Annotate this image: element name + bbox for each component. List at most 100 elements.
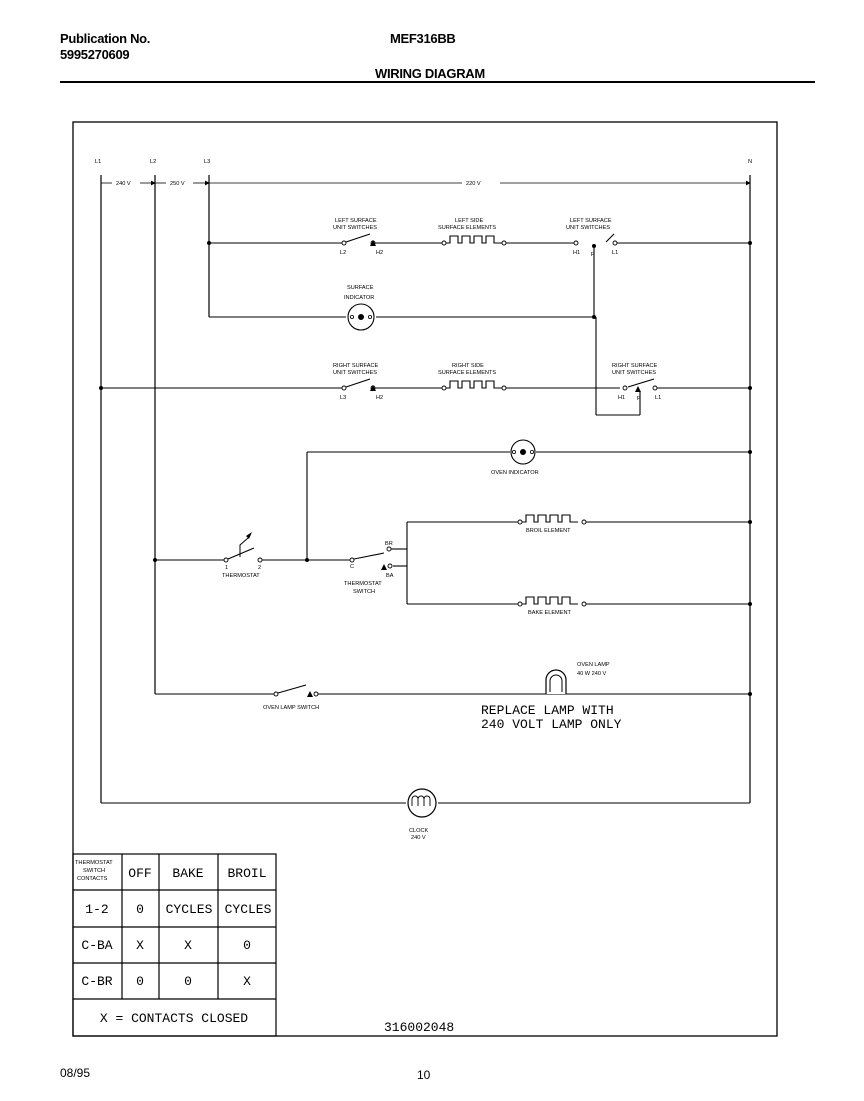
left-surface-switch-a-label2: UNIT SWITCHES xyxy=(333,225,377,231)
right-surface-circuit xyxy=(101,317,750,416)
oven-lamp-filament-icon xyxy=(549,674,563,692)
junction-dot xyxy=(305,558,309,562)
line-n-label: N xyxy=(748,159,752,165)
terminal-h2: H2 xyxy=(376,250,383,256)
publication-number: 5995270609 xyxy=(60,47,130,62)
lamp-filament-icon xyxy=(358,314,364,320)
junction-dot xyxy=(207,241,211,245)
oven-lamp-switch-terminals xyxy=(273,691,319,697)
junction-dot xyxy=(748,520,752,524)
line-l1-label: L1 xyxy=(95,159,101,165)
right-surface-switch-b-label2: UNIT SWITCHES xyxy=(612,370,656,376)
footer-page-number: 10 xyxy=(417,1068,431,1082)
voltage-l1-l2: 240 V xyxy=(116,181,131,187)
page-title: WIRING DIAGRAM xyxy=(375,66,485,81)
surface-indicator-label2: INDICATOR xyxy=(344,295,374,301)
left-surface-switch-b-label2: UNIT SWITCHES xyxy=(566,225,610,231)
junction-dot xyxy=(153,558,157,562)
oven-terminals xyxy=(223,519,587,607)
replace-lamp-notice-2: 240 VOLT LAMP ONLY xyxy=(481,717,622,732)
header-rule xyxy=(60,81,815,83)
thermostat-label: THERMOSTAT xyxy=(222,573,260,579)
table-corner-2: SWITCH xyxy=(83,868,105,874)
right-side-elements-label2: SURFACE ELEMENTS xyxy=(438,370,496,376)
clock-label: CLOCK xyxy=(409,828,429,834)
thermostat-sensor-icon xyxy=(239,537,249,557)
contacts-table-grid xyxy=(72,853,277,1037)
terminal-2: 2 xyxy=(258,565,261,571)
row-c-ba-bake: X xyxy=(184,938,192,953)
oven-lamp-circuit xyxy=(155,684,750,695)
clock-rating: 240 V xyxy=(411,835,426,841)
row-c-br-off: 0 xyxy=(136,974,144,989)
row-1-2-broil: CYCLES xyxy=(225,902,272,917)
junction-dot xyxy=(99,386,103,390)
left-side-elements-label2: SURFACE ELEMENTS xyxy=(438,225,496,231)
right-surface-switch-a-label: RIGHT SURFACE xyxy=(333,363,379,369)
diagram-part-number: 316002048 xyxy=(384,1020,454,1035)
model-number: MEF316BB xyxy=(390,31,456,46)
terminal-c: C xyxy=(350,564,354,570)
row-c-ba-broil: 0 xyxy=(243,938,251,953)
oven-indicator-circuit xyxy=(306,451,750,560)
junction-dot xyxy=(592,244,596,248)
right-side-elements-label: RIGHT SIDE xyxy=(452,363,484,369)
voltage-l2-l3: 250 V xyxy=(170,181,185,187)
row-c-br-bake: 0 xyxy=(184,974,192,989)
table-corner-3: CONTACTS xyxy=(77,876,108,882)
broil-element-label: BROIL ELEMENT xyxy=(526,528,571,534)
lamp-terminal xyxy=(367,314,372,319)
terminal-l2: L2 xyxy=(340,250,346,256)
junction-dot xyxy=(748,386,752,390)
terminal-l1b: L1 xyxy=(655,395,661,401)
junction-dot xyxy=(748,602,752,606)
line-l2-label: L2 xyxy=(150,159,156,165)
row-1-2-bake: CYCLES xyxy=(166,902,213,917)
row-c-ba-off: X xyxy=(136,938,144,953)
terminal-l1: L1 xyxy=(612,250,618,256)
terminal-h1: H1 xyxy=(573,250,580,256)
terminal-h2b: H2 xyxy=(376,395,383,401)
footer-date: 08/95 xyxy=(60,1066,91,1080)
right-surface-switch-b-label: RIGHT SURFACE xyxy=(612,363,658,369)
replace-lamp-notice-1: REPLACE LAMP WITH xyxy=(481,703,614,718)
voltage-l3-n: 220 V xyxy=(466,181,481,187)
oven-lamp-rating: 40 W 240 V xyxy=(577,671,606,677)
lamp-terminal xyxy=(530,449,535,454)
left-side-elements-label: LEFT SIDE xyxy=(455,218,483,224)
terminal-ba: BA xyxy=(386,573,394,579)
terminal-h1b: H1 xyxy=(618,395,625,401)
thermostat-switch-label: THERMOSTAT xyxy=(344,581,382,587)
left-surface-circuit xyxy=(209,233,750,318)
terminal-p: P xyxy=(591,252,595,258)
right-surface-switch-a-label2: UNIT SWITCHES xyxy=(333,370,377,376)
row-c-ba-label: C-BA xyxy=(81,938,112,953)
table-legend: X = CONTACTS CLOSED xyxy=(100,1011,248,1026)
publication-label: Publication No. xyxy=(60,31,151,46)
terminal-1: 1 xyxy=(225,565,228,571)
bake-element-label: BAKE ELEMENT xyxy=(528,610,571,616)
terminal-pb: P xyxy=(637,396,641,402)
junction-dot xyxy=(748,450,752,454)
oven-indicator-label: OVEN INDICATOR xyxy=(491,470,539,476)
clock-coil-icon xyxy=(411,795,431,806)
switch-cam-icon xyxy=(381,564,387,570)
header-bake: BAKE xyxy=(172,866,203,881)
row-c-br-label: C-BR xyxy=(81,974,112,989)
surface-indicator-label: SURFACE xyxy=(347,285,374,291)
diagram-frame xyxy=(72,121,778,1037)
lamp-terminal xyxy=(512,449,517,454)
row-1-2-off: 0 xyxy=(136,902,144,917)
line-l3-label: L3 xyxy=(204,159,210,165)
row-1-2-label: 1-2 xyxy=(85,902,108,917)
junction-dot xyxy=(592,315,596,319)
switch-cam-icon xyxy=(370,240,376,246)
bus-wires xyxy=(100,175,751,803)
thermostat-switch-label2: SWITCH xyxy=(353,589,375,595)
switch-cam-icon xyxy=(307,691,313,697)
switch-cam-icon xyxy=(635,386,641,392)
oven-lamp-label: OVEN LAMP xyxy=(577,662,610,668)
row-c-br-broil: X xyxy=(243,974,251,989)
terminal-l3: L3 xyxy=(340,395,346,401)
